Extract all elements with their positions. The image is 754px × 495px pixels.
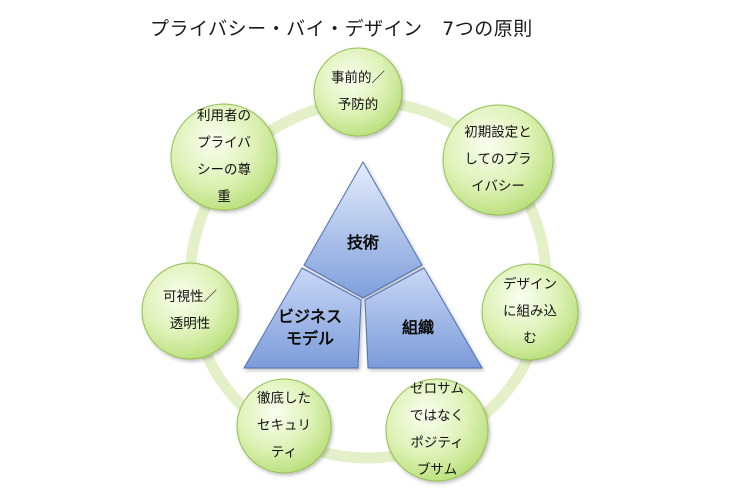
- principle-circle-2: [442, 104, 554, 216]
- pillar-label-organization: 組織: [401, 318, 435, 337]
- pillar-label-business-model: ビジネスモデル: [277, 307, 343, 348]
- pillar-right-shape: [364, 267, 483, 369]
- principle-label-7: 利用者のプライバシーの尊重: [197, 108, 251, 205]
- principle-label-4: ゼロサムではなくポジティブサム: [410, 381, 464, 478]
- principle-circle-4: [385, 378, 489, 482]
- principle-circle-6: [141, 262, 239, 360]
- principle-label-1: 事前的／予防的: [331, 70, 385, 113]
- principle-circle-5: [236, 378, 332, 474]
- principle-circle-3: [481, 263, 579, 361]
- pillar-label-technology: 技術: [346, 233, 380, 252]
- principle-circle-7: [170, 103, 278, 211]
- diagram-title: プライバシー・バイ・デザイン 7つの原則: [150, 18, 533, 40]
- pillars-triangle: [243, 160, 483, 369]
- pillar-left-shape: [243, 267, 362, 369]
- principle-label-5: 徹底したセキュリティ: [257, 390, 311, 461]
- pillar-top-shape: [303, 160, 423, 299]
- principle-label-2: 初期設定としてのプライバシー: [464, 124, 532, 195]
- principle-circles: [141, 47, 579, 482]
- principle-label-6: 可視性／透明性: [163, 289, 217, 332]
- principle-circle-1: [313, 47, 403, 137]
- principle-label-3: デザインに組み込む: [503, 276, 557, 347]
